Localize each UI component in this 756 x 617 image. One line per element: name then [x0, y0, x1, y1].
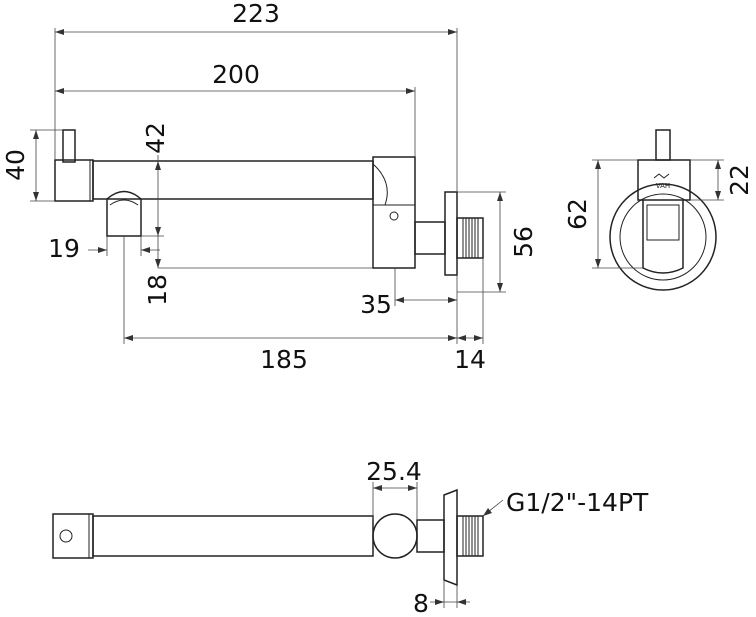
- top-valve-body: [372, 513, 418, 559]
- top-spout-tube: [92, 515, 374, 557]
- dim-flange-height: 56: [509, 226, 538, 258]
- lever-stem: [62, 129, 76, 163]
- end-flange-inner: [619, 193, 707, 281]
- end-view: VAH 62 22: [563, 129, 754, 291]
- dim-outlet-offset: 19: [48, 234, 80, 263]
- top-flange: [443, 488, 458, 587]
- end-body: [642, 200, 684, 274]
- handle-cap: [54, 159, 94, 202]
- brand-logo: VAH: [656, 182, 670, 190]
- dim-body-depth: 35: [360, 290, 392, 319]
- dim-body-diameter: 25.4: [366, 457, 422, 486]
- dim-top-height: 40: [1, 149, 30, 181]
- top-view: 25.4 G1/2"-14PT 8: [52, 457, 649, 617]
- dim-end-lever: 22: [725, 164, 754, 196]
- dim-overall-length: 223: [232, 0, 280, 28]
- dim-thread-length: 14: [454, 345, 486, 374]
- end-flange-outer: [609, 183, 717, 291]
- front-dimensions: 223 200 40 42 19 18 35: [1, 0, 538, 374]
- dim-outlet-height: 18: [143, 274, 172, 306]
- valve-body: [372, 156, 416, 269]
- dim-flange-thickness: 8: [413, 589, 429, 617]
- dim-spout-height: 42: [141, 122, 170, 154]
- thread-spec: G1/2"-14PT: [506, 488, 649, 517]
- top-handle-cap: [52, 513, 94, 559]
- thread-lines: [462, 218, 479, 258]
- connector: [414, 221, 446, 255]
- threaded-pipe: [456, 217, 484, 259]
- set-screw: [389, 211, 399, 221]
- dim-end-height: 62: [563, 198, 592, 230]
- top-threaded-pipe: [456, 515, 484, 557]
- end-lever: [655, 129, 671, 161]
- aerator-outlet: [106, 190, 142, 237]
- dim-outlet-reach: 185: [260, 345, 308, 374]
- top-thread-lines: [462, 516, 479, 556]
- spout-tube: [92, 160, 374, 200]
- dim-spout-length: 200: [212, 60, 260, 89]
- flange: [444, 191, 458, 276]
- top-lever-hole: [59, 529, 73, 543]
- top-connector: [416, 519, 445, 553]
- front-view: [54, 129, 484, 276]
